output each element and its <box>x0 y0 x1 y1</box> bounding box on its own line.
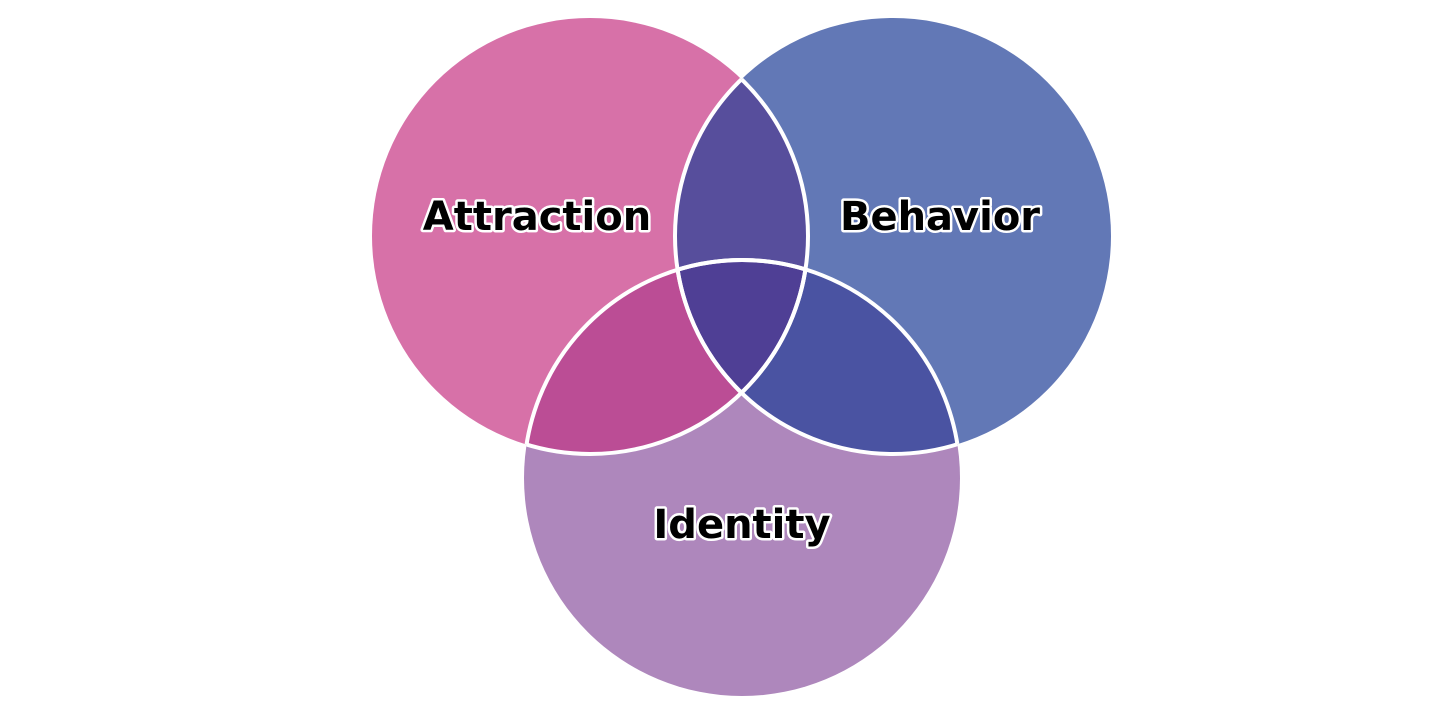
outline-identity-in-behavior <box>675 258 962 454</box>
overlap-attraction-identity <box>524 260 808 454</box>
label-attraction: Attraction <box>423 194 651 240</box>
label-identity: Identity <box>653 502 830 548</box>
outline-behavior-in-attraction <box>673 18 808 454</box>
label-behavior: Behavior <box>840 194 1040 240</box>
overlap-behavior-identity <box>675 260 960 454</box>
outline-attraction-in-behavior <box>675 18 810 454</box>
outline-behavior-in-identity <box>673 260 960 456</box>
outline-attraction-in-identity <box>524 260 810 456</box>
